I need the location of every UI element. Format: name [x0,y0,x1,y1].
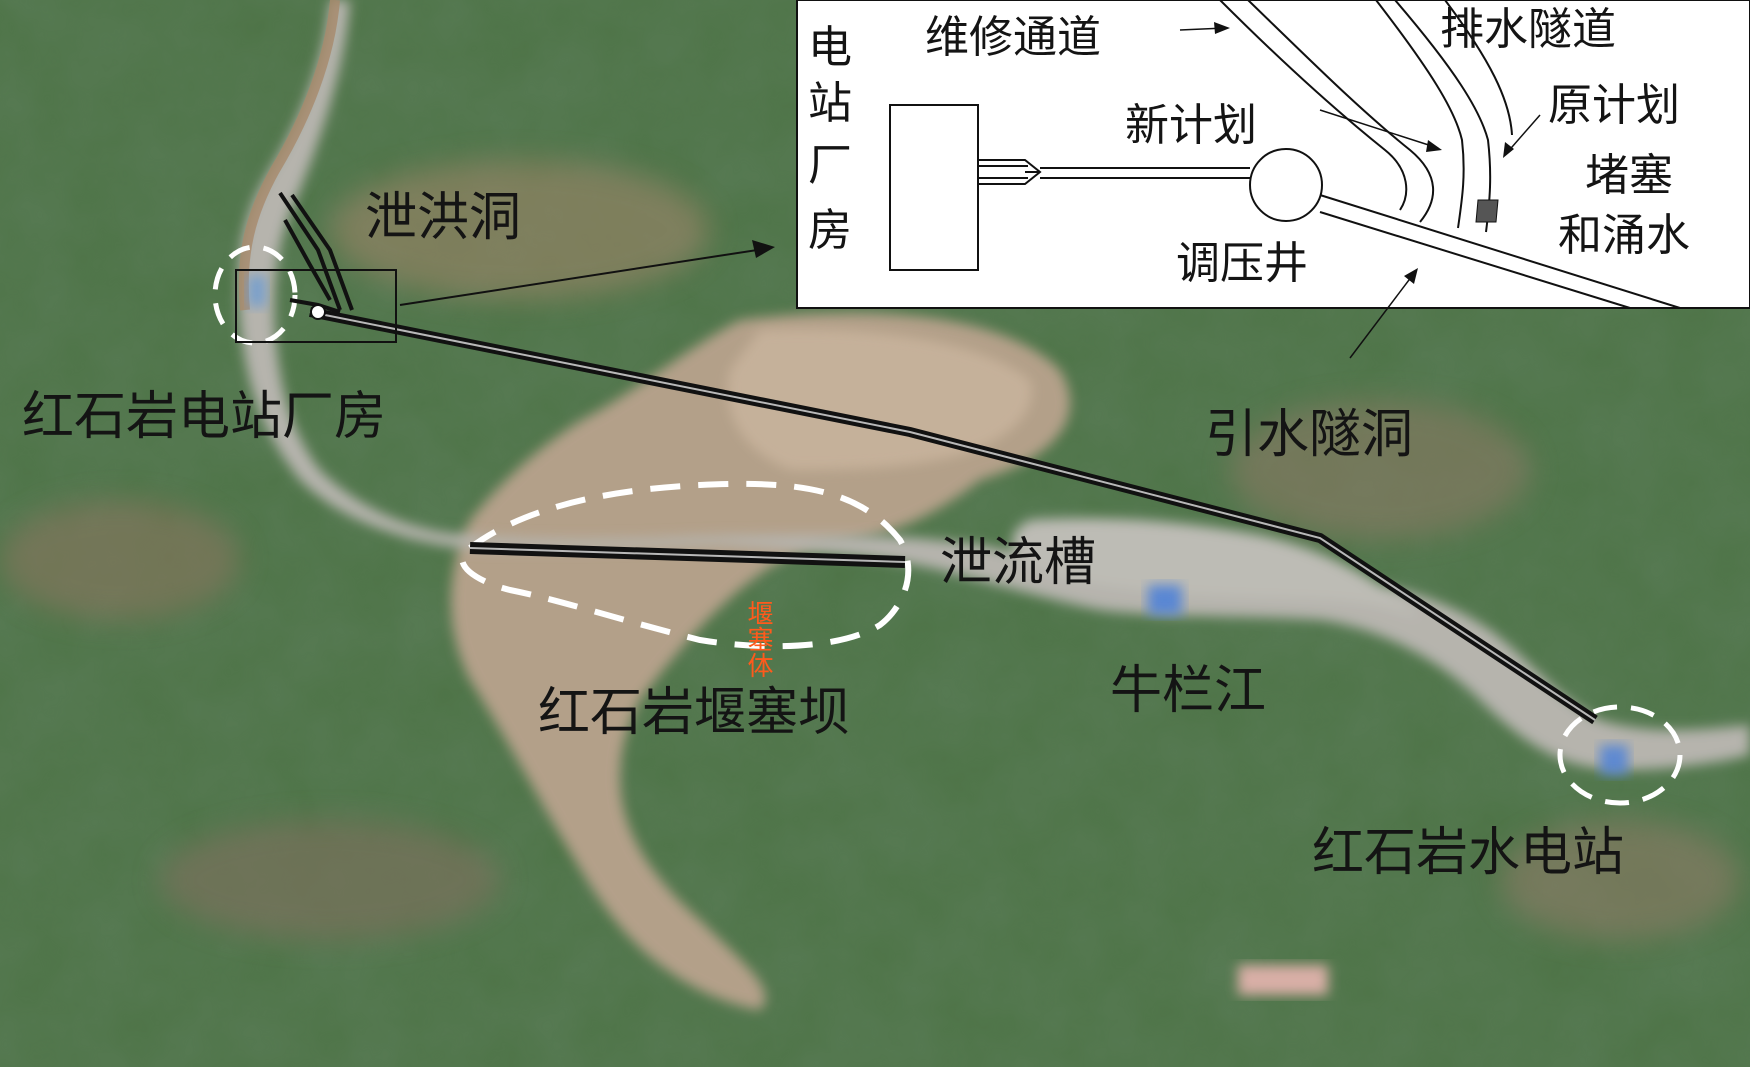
dam-outline [459,480,912,650]
blurred-patch [1238,965,1328,995]
inset-arrowheads [1214,22,1514,284]
inset-drainage-tunnel-label: 排水隧道 [1440,4,1616,55]
inset-plug-mark [1475,199,1499,223]
spillway-label: 泄流槽 [940,533,1096,593]
upstream-creek [238,0,340,311]
powerhouse-label: 红石岩电站厂房 [22,387,386,447]
dam-body-label: 堰塞体 [743,600,773,678]
diversion-tunnel-inner [309,311,1596,721]
inset-original-plan-label: 原计划 [1548,80,1680,131]
powerhouse-marker [248,275,266,307]
diversion-tunnel-label: 引水隧洞 [1205,405,1413,465]
inset-schematic: 电 站 厂 房 [796,0,1750,359]
detail-box [235,269,397,343]
station-marker [1600,745,1628,775]
inset-pipework [978,159,1250,185]
hydropower-station-label: 红石岩水电站 [1312,823,1624,883]
inset-vertical-char-3: 厂 [808,140,852,191]
tunnel-lines [278,191,1598,725]
inset-surge-shaft [1249,148,1323,222]
inset-vertical-char-4: 房 [808,205,852,256]
inset-maintenance-channel-label: 维修通道 [925,12,1101,63]
water-marker [1148,585,1182,615]
callout-arrowhead [752,240,775,258]
inset-powerhouse-box [889,104,979,271]
inset-surge-shaft-label: 调压井 [1176,238,1308,289]
river-channel [238,0,1750,770]
landslide-scar [451,312,1071,1010]
inset-water-inrush-label: 和涌水 [1558,210,1690,261]
callout-arrow-line [399,247,771,306]
hillside-patches [0,160,1740,940]
inset-new-plan-label: 新计划 [1125,100,1257,151]
surge-shaft-point [310,304,326,320]
inset-vertical-char-2: 站 [808,78,852,129]
powerhouse-outline [212,244,298,346]
inset-tunnels [1219,0,1681,309]
barrier-dam-label: 红石岩堰塞坝 [538,683,850,743]
flood-tunnel-label: 泄洪洞 [365,188,521,248]
landslide-head [727,329,1032,470]
inset-vertical-char-1: 电 [808,22,852,73]
spillway-channel-inner [469,547,906,563]
station-outline [1557,704,1683,806]
inset-plug-label: 堵塞 [1585,150,1673,201]
river-label: 牛栏江 [1110,661,1266,721]
